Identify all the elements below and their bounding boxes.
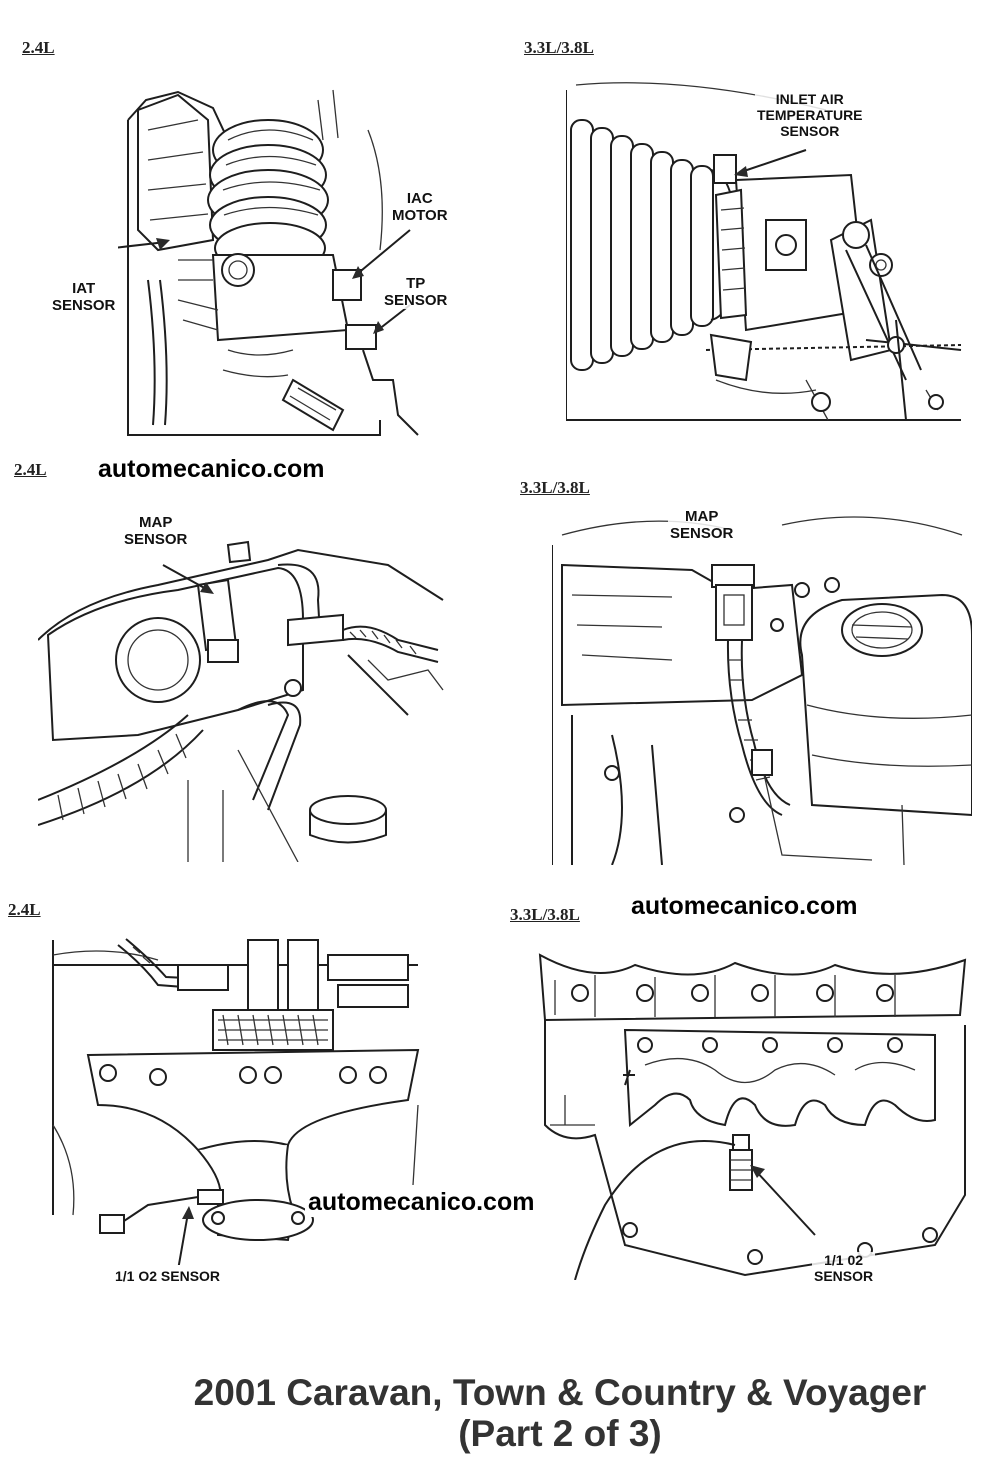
iac-motor-callout: IAC MOTOR [390,190,450,224]
engine-label-3-3l-3-8l: 3.3L/3.8L [524,38,594,57]
map-sensor-24-illustration [38,540,448,862]
engine-label-2-4l: 2.4L [22,38,55,57]
page-title-line-2: (Part 2 of 3) [458,1413,662,1454]
engine-label-3-3l-3-8l: 3.3L/3.8L [520,478,590,497]
map-sensor-callout: MAP SENSOR [122,514,190,548]
tp-sensor-callout: TP SENSOR [382,275,450,309]
watermark-text: automecanico.com [628,892,861,921]
engine-label-2-4l: 2.4L [8,900,41,919]
engine-label-3-3l-3-8l: 3.3L/3.8L [510,905,580,924]
engine-label-2-4l: 2.4L [14,460,47,479]
page-title-line-1: 2001 Caravan, Town & Country & Voyager [193,1372,927,1413]
map-sensor-callout: MAP SENSOR [668,508,736,542]
inlet-air-temp-sensor-callout: INLET AIR TEMPERATURE SENSOR [755,91,865,139]
o2-sensor-33-illustration [535,945,975,1280]
map-sensor-33-illustration [552,515,972,865]
iat-iac-tp-illustration [118,80,478,440]
o2-sensor-24-illustration [48,925,428,1265]
watermark-text: automecanico.com [305,1188,538,1217]
o2-sensor-callout: 1/1 O2 SENSOR [113,1268,223,1284]
o2-sensor-callout: 1/1 02 SENSOR [812,1252,876,1284]
watermark-text: automecanico.com [95,455,328,484]
iat-sensor-callout: IAT SENSOR [50,280,118,314]
page-title: 2001 Caravan, Town & Country & Voyager (… [150,1372,970,1454]
inlet-air-temp-illustration [566,80,966,425]
